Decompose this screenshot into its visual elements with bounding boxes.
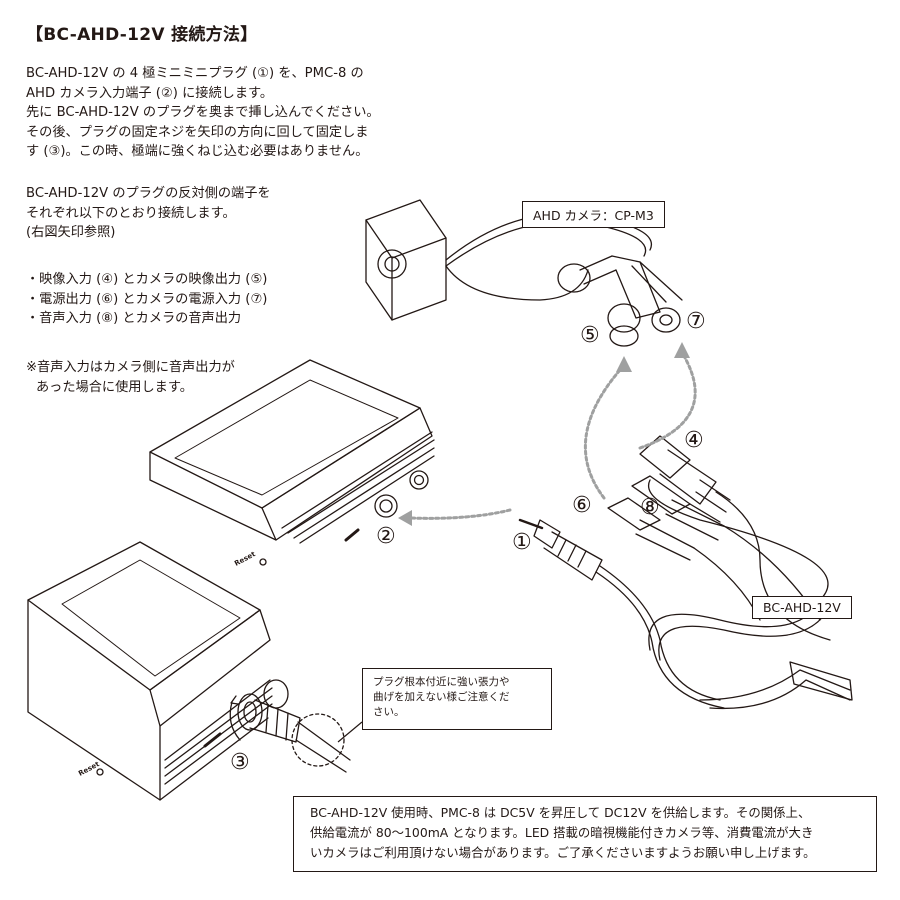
connect-line: (右図矢印参照) (26, 225, 116, 240)
audio-note: ※音声入力はカメラ側に音声出力が あった場合に使用します。 (26, 358, 235, 397)
intro-line: その後、プラグの固定ネジを矢印の方向に回して固定しま (26, 124, 369, 140)
bullet-item: ・音声入力 (⑧) とカメラの音声出力 (26, 311, 242, 326)
intro-line: BC-AHD-12V の 4 極ミニミニプラグ (①) を、PMC-8 の (26, 66, 364, 81)
bullet-item: ・電源出力 (⑥) とカメラの電源入力 (⑦) (26, 291, 268, 307)
callout-line: 曲げを加えない様ご注意くだ (373, 691, 510, 703)
intro-paragraph: BC-AHD-12V の 4 極ミニミニプラグ (①) を、PMC-8 の AH… (26, 64, 380, 162)
connect-line: BC-AHD-12V のプラグの反対側の端子を (26, 186, 271, 201)
page-title: 【BC-AHD-12V 接続方法】 (26, 25, 258, 45)
connect-paragraph: BC-AHD-12V のプラグの反対側の端子を それぞれ以下のとおり接続します。… (26, 184, 271, 243)
arrowhead-power-icon (616, 356, 632, 372)
intro-line: す (③)。この時、極端に強くねじ込む必要はありません。 (26, 144, 369, 159)
camera-label: AHD カメラ：CP-M3 (522, 201, 665, 228)
arrow-video (638, 354, 697, 450)
callout-line: プラグ根本付近に強い張力や (373, 676, 510, 688)
caution-callout: プラグ根本付近に強い張力や 曲げを加えない様ご注意くだ さい。 (362, 668, 552, 730)
audio-note-line: あった場合に使用します。 (36, 379, 193, 395)
bullet-item: ・映像入力 (④) とカメラの映像出力 (⑤) (26, 272, 268, 287)
callout-line: さい。 (373, 706, 405, 718)
marker-4: ④ (684, 428, 704, 453)
marker-1: ① (512, 530, 532, 555)
arrow-plug-to-input (408, 508, 512, 520)
intro-line: 先に BC-AHD-12V のプラグを奥まで挿し込んでください。 (26, 105, 380, 120)
monitor-lower (27, 541, 351, 801)
connect-line: それぞれ以下のとおり接続します。 (26, 205, 236, 221)
notice-line: BC-AHD-12V 使用時、PMC-8 は DC5V を昇圧して DC12V … (310, 805, 811, 820)
cable-label: BC-AHD-12V (752, 596, 852, 619)
bullet-list: ・映像入力 (④) とカメラの映像出力 (⑤) ・電源出力 (⑥) とカメラの電… (26, 270, 267, 329)
marker-8: ⑧ (640, 495, 660, 520)
monitor-upper (149, 359, 435, 566)
notice-line: いカメラはご利用頂けない場合があります。ご了承くださいますようお願い申し上げます… (310, 845, 816, 860)
reset-label-lower: Reset (77, 760, 101, 778)
power-notice: BC-AHD-12V 使用時、PMC-8 は DC5V を昇圧して DC12V … (293, 796, 877, 872)
marker-2: ② (376, 524, 396, 549)
marker-7: ⑦ (686, 309, 706, 334)
intro-line: AHD カメラ入力端子 (②) に接続します。 (26, 85, 274, 101)
reset-label-upper: Reset (233, 550, 257, 568)
marker-6: ⑥ (572, 493, 592, 518)
cable-bc-ahd-12v (518, 435, 853, 710)
camera-cp-m3 (365, 199, 683, 347)
notice-line: 供給電流が 80～100mA となります。LED 搭載の暗視機能付きカメラ等、消… (310, 825, 814, 840)
marker-5: ⑤ (580, 323, 600, 348)
arrowhead-input-icon (398, 510, 412, 526)
arrow-power (584, 368, 622, 500)
arrowhead-video-icon (674, 342, 690, 358)
marker-3: ③ (230, 750, 250, 775)
audio-note-line: ※音声入力はカメラ側に音声出力が (26, 360, 235, 375)
